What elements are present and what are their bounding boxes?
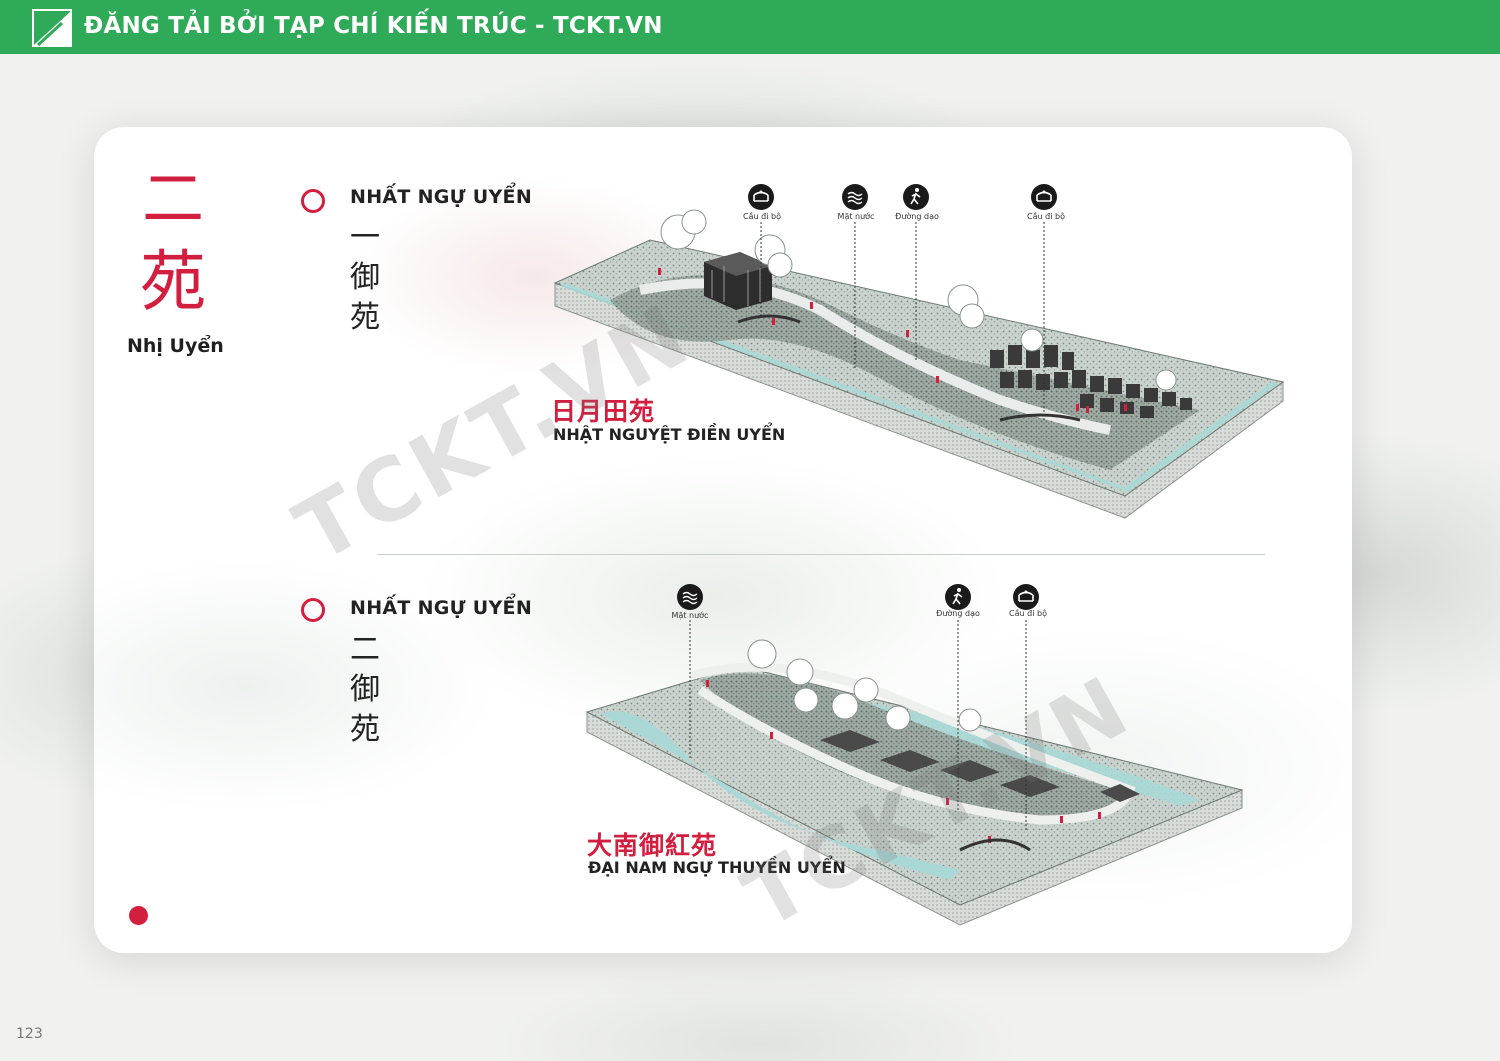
section-2-title: NHẤT NGỰ UYỂN <box>350 597 533 619</box>
section-1-vertical-han: 一 御 苑 <box>350 220 380 335</box>
section-2-ring-icon <box>301 598 325 622</box>
diagram-dai-nam <box>585 620 1244 926</box>
icon-label: Cầu đi bộ <box>1009 609 1047 618</box>
walk-icon <box>903 184 929 210</box>
banner-title: ĐĂNG TẢI BỞI TẠP CHÍ KIẾN TRÚC - TCKT.VN <box>84 13 663 39</box>
water-icon <box>842 184 868 210</box>
header-banner: ĐĂNG TẢI BỞI TẠP CHÍ KIẾN TRÚC - TCKT.VN <box>0 0 1500 54</box>
section-1-ring-icon <box>301 189 325 213</box>
walk-icon <box>945 584 971 610</box>
section-divider <box>377 554 1265 555</box>
icon-label: Cầu đi bộ <box>743 212 781 221</box>
page-number: 123 <box>16 1026 43 1042</box>
icon-badges <box>677 184 1057 610</box>
bridge-icon <box>1013 584 1039 610</box>
icon-label: Đường dạo <box>895 212 939 221</box>
trees-2 <box>747 639 982 732</box>
garden-2-han: 大南御紅苑 <box>587 831 718 860</box>
left-label: Nhị Uyển <box>127 335 224 357</box>
garden-1-name: NHẬT NGUYỆT ĐIỀN UYỂN <box>553 425 786 444</box>
icon-label: Cầu đi bộ <box>1027 212 1065 221</box>
pavilions <box>820 730 1140 802</box>
icon-label: Đường dạo <box>936 609 980 618</box>
trees <box>660 209 1177 391</box>
people-markers <box>658 268 1127 413</box>
bridge-icon <box>748 184 774 210</box>
building-cluster <box>990 345 1192 418</box>
tower-building <box>704 252 772 310</box>
section-2-vertical-han: 二 御 苑 <box>350 632 380 747</box>
section-1-title: NHẤT NGỰ UYỂN <box>350 186 533 208</box>
bridge-icon <box>1031 184 1057 210</box>
icon-label: Mặt nước <box>837 212 875 221</box>
left-han-title: 二 苑 <box>140 162 206 320</box>
garden-2-name: ĐẠI NAM NGỰ THUYỀN UYỂN <box>588 858 846 877</box>
icon-label: Mặt nước <box>671 611 709 620</box>
tckt-logo-icon <box>32 9 72 47</box>
diagram-nhat-nguyet <box>553 209 1285 519</box>
garden-1-han: 日月田苑 <box>551 397 656 426</box>
accent-dot <box>129 906 148 925</box>
water-icon <box>677 584 703 610</box>
